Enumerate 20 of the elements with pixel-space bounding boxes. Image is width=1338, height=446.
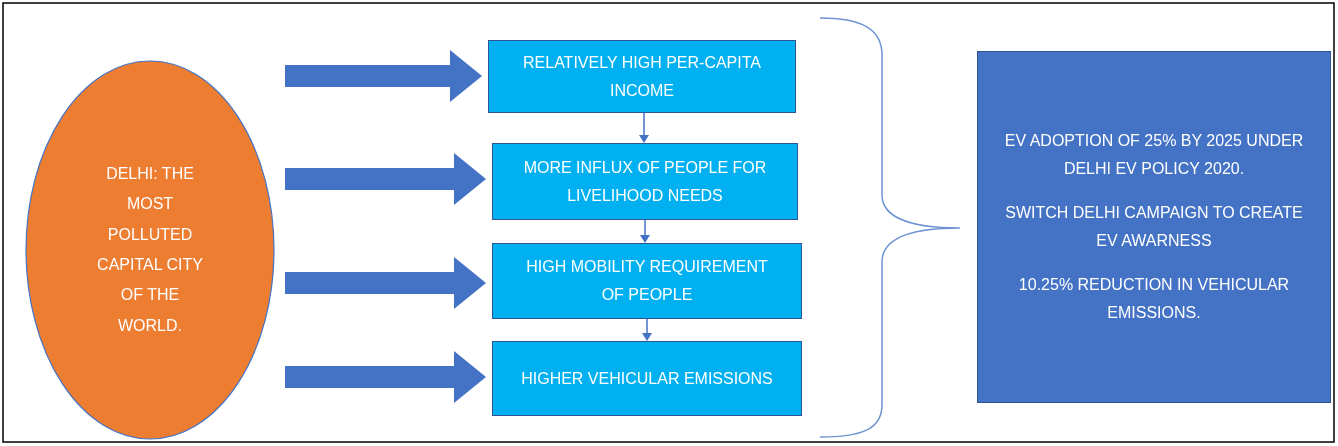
node-text: HIGH MOBILITY REQUIREMENT OF PEOPLE — [525, 257, 769, 305]
process-box — [492, 143, 798, 220]
arrow — [642, 318, 652, 341]
node-text: 10.25% REDUCTION IN VEHICULAR EMISSIONS. — [1017, 275, 1291, 323]
process-box — [492, 341, 802, 416]
arrow — [640, 219, 650, 243]
block-arrow — [285, 351, 486, 403]
block-arrow — [285, 153, 486, 205]
block-arrow — [285, 50, 482, 102]
node-text: EV ADOPTION OF 25% BY 2025 UNDER DELHI EV POLICY 2020. — [1003, 131, 1305, 179]
outcome-box — [977, 51, 1331, 403]
node-text: SWITCH DELHI CAMPAIGN TO CREATE EV AWARNESS — [1004, 203, 1304, 251]
node-text: RELATIVELY HIGH PER-CAPITA INCOME — [522, 52, 762, 101]
node-text: HIGHER VEHICULAR EMISSIONS — [521, 368, 773, 389]
process-box — [492, 243, 802, 319]
process-box — [488, 40, 796, 113]
arrow — [639, 112, 649, 143]
node-text: MORE INFLUX OF PEOPLE FOR LIVELIHOOD NEEDS — [522, 157, 768, 206]
block-arrow — [285, 257, 486, 309]
node-text: DELHI: THE MOST POLLUTED CAPITAL CITY OF THE WORLD. — [96, 163, 204, 336]
